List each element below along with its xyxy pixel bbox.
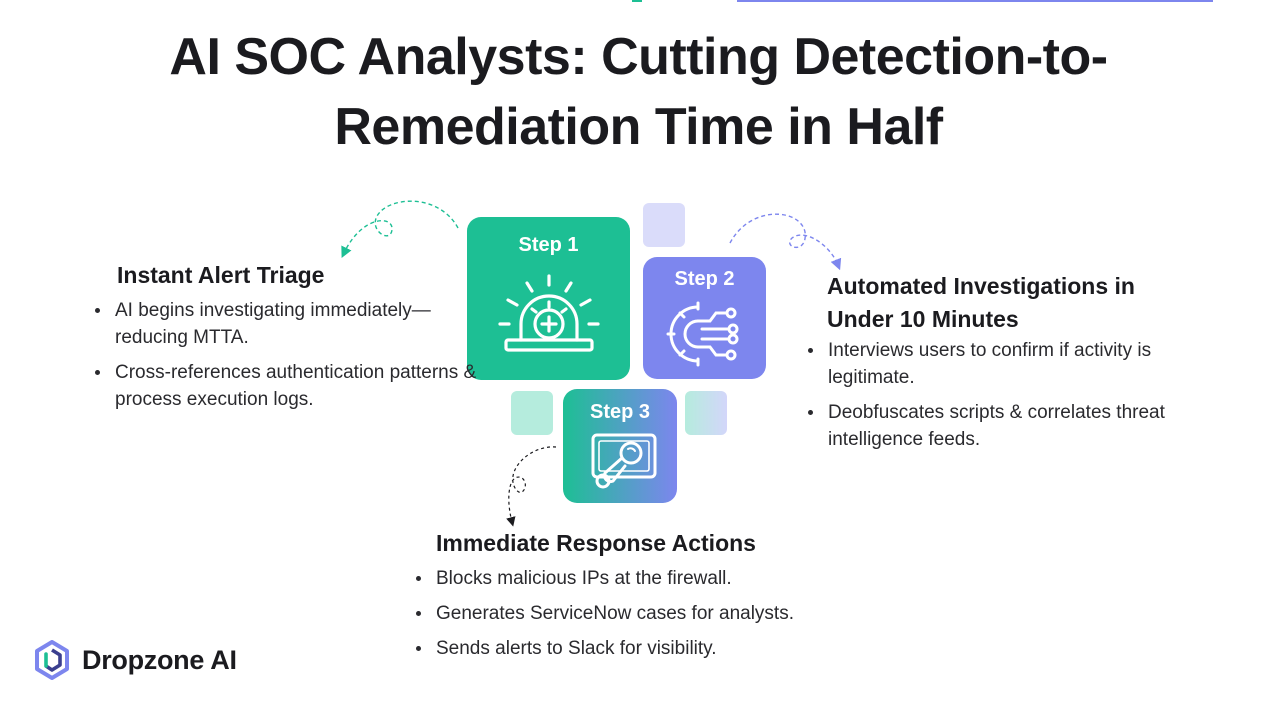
response-heading: Immediate Response Actions	[436, 530, 756, 556]
arrow-step1-to-triage	[341, 200, 459, 259]
step-2-card: Step 2	[643, 257, 766, 379]
investigation-screen-icon	[591, 433, 657, 489]
step-3-label: Step 3	[589, 401, 651, 423]
top-accent-dot	[632, 0, 642, 2]
triage-bullet-2: Cross-references authentication patterns…	[95, 359, 495, 413]
investigations-bullet-list: Interviews users to confirm if activity …	[805, 337, 1208, 461]
response-bullet-1: Blocks malicious IPs at the firewall.	[416, 565, 896, 592]
step-1-card: Step 1	[467, 217, 630, 380]
page-title: AI SOC Analysts: Cutting Detection-to- R…	[0, 22, 1277, 162]
step-1-label: Step 1	[518, 234, 579, 256]
brand-name: Dropzone AI	[82, 645, 237, 675]
triage-bullet-1: AI begins investigating immediately—redu…	[95, 297, 495, 351]
gear-circuit-icon	[666, 301, 739, 367]
investigations-heading: Automated Investigations in Under 10 Min…	[827, 273, 1135, 332]
title-line-1: AI SOC Analysts: Cutting Detection-to-	[169, 28, 1108, 86]
investigations-bullet-2: Deobfuscates scripts & correlates threat…	[808, 399, 1208, 453]
step-2-label: Step 2	[674, 268, 735, 290]
response-bullet-list: Blocks malicious IPs at the firewall. Ge…	[413, 565, 896, 670]
arrow-step3-to-response	[506, 446, 557, 527]
dropzone-logo-icon	[35, 640, 69, 680]
investigations-bullet-1: Interviews users to confirm if activity …	[808, 337, 1208, 391]
response-bullet-3: Sends alerts to Slack for visibility.	[416, 635, 896, 662]
triage-bullet-list: AI begins investigating immediately—redu…	[92, 297, 495, 421]
step-3-card: Step 3	[563, 389, 677, 503]
alarm-siren-gear-icon	[498, 274, 600, 352]
triage-heading: Instant Alert Triage	[117, 262, 325, 288]
decor-square-mint	[511, 391, 553, 435]
decor-square-gradient	[685, 391, 727, 435]
title-line-2: Remediation Time in Half	[334, 98, 943, 156]
decor-square-lavender	[643, 203, 685, 247]
response-bullet-2: Generates ServiceNow cases for analysts.	[416, 600, 896, 627]
top-accent-line	[737, 0, 1213, 2]
